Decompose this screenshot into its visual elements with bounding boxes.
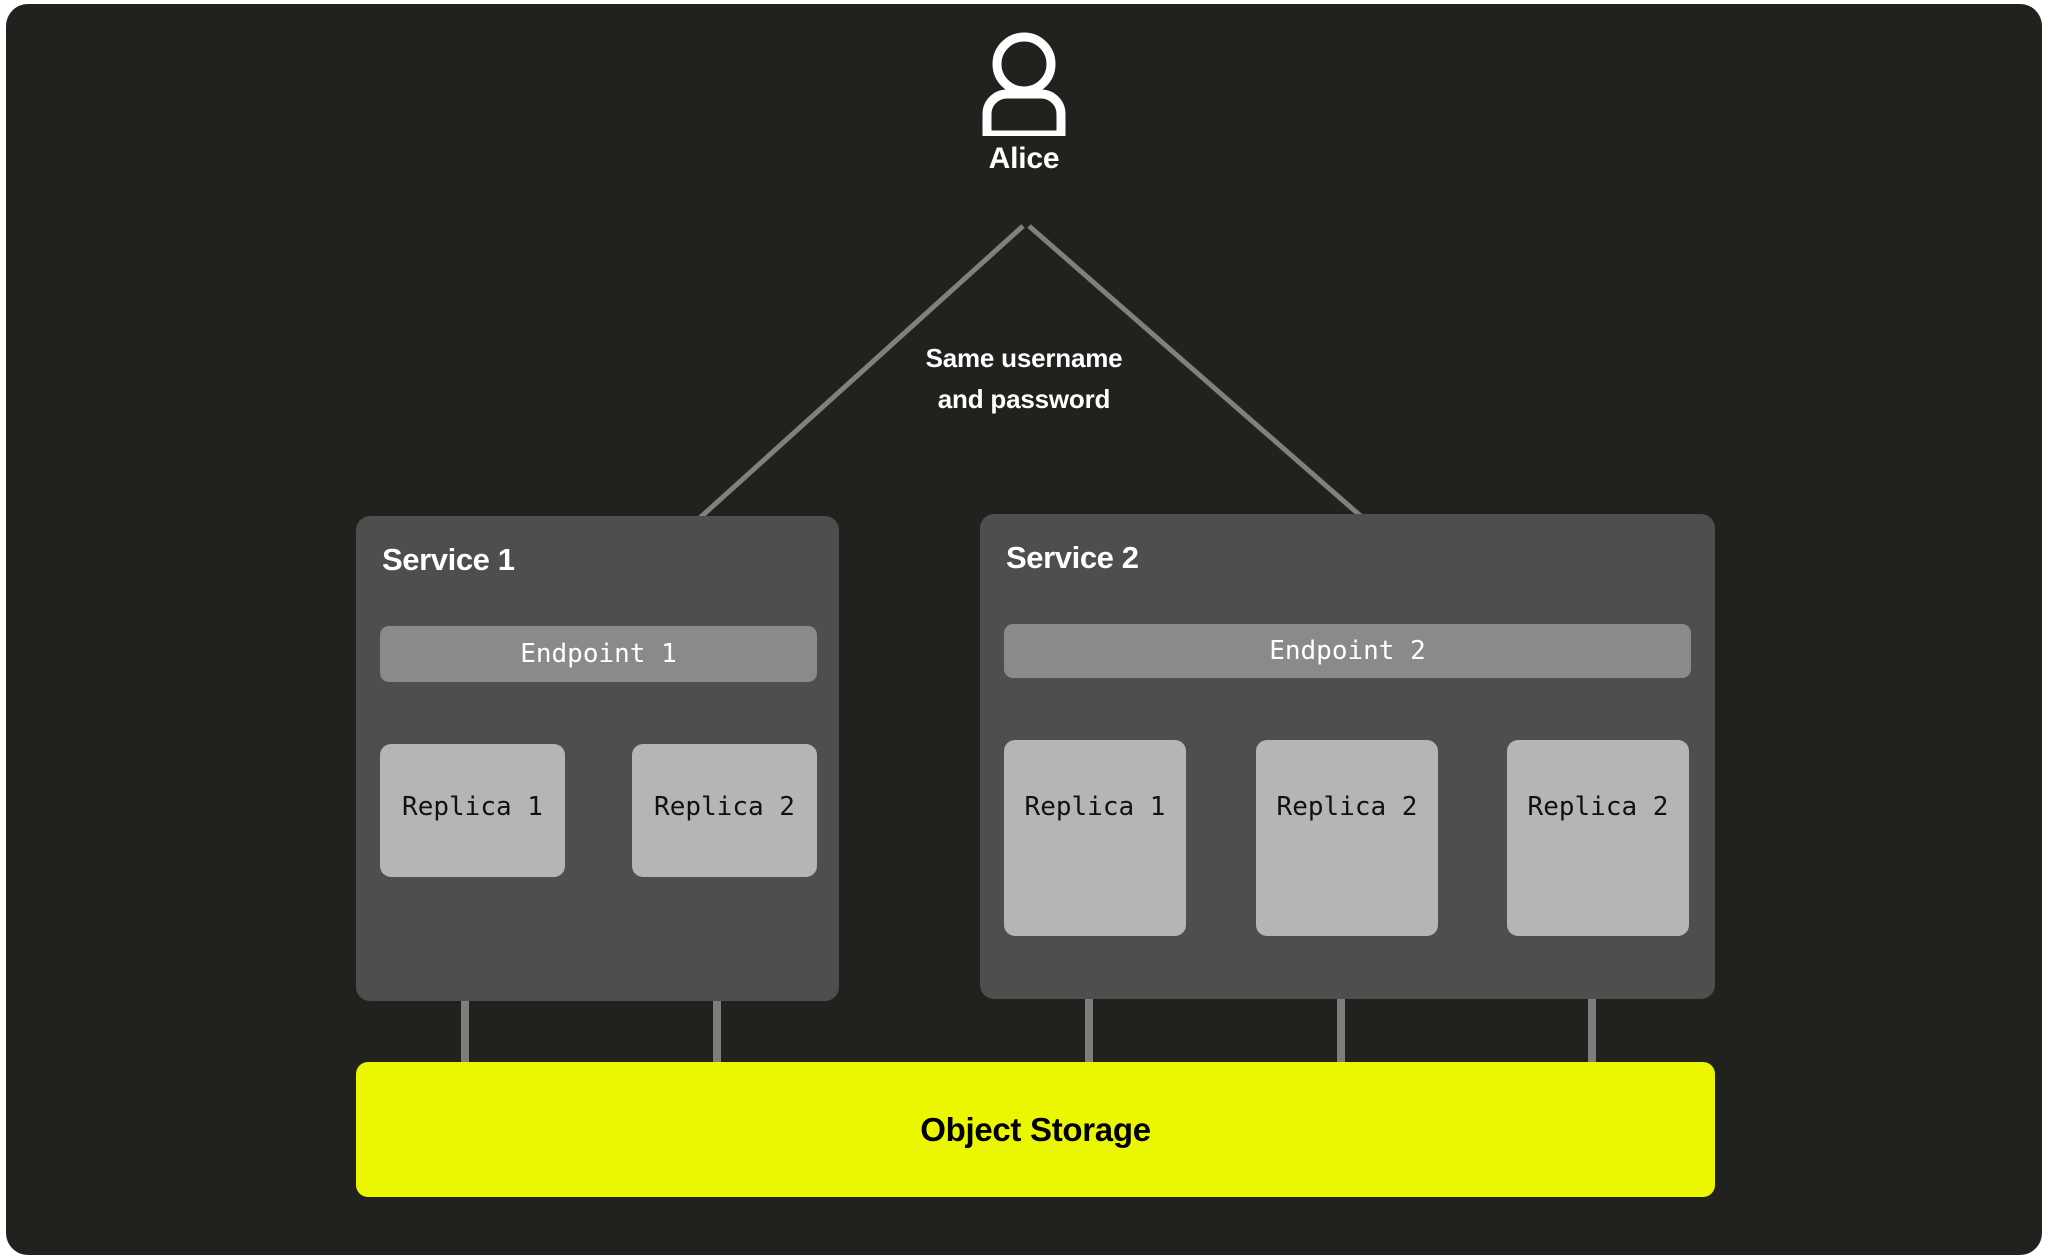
caption-line-1: Same username [925, 343, 1123, 373]
actor-label: Alice [988, 142, 1060, 175]
service-2-replica-3[interactable]: Replica 2 [1507, 740, 1689, 936]
service-1-title: Service 1 [382, 542, 515, 577]
object-storage-bar[interactable]: Object Storage [356, 1062, 1715, 1197]
auth-caption: Same username and password [824, 338, 1224, 420]
service-1-replica-2[interactable]: Replica 2 [632, 744, 817, 877]
diagram-canvas: Alice Same username and password Service… [6, 4, 2042, 1255]
service-1-replica-1[interactable]: Replica 1 [380, 744, 565, 877]
endpoint-2[interactable]: Endpoint 2 [1004, 624, 1691, 678]
service-2-title: Service 2 [1006, 540, 1139, 575]
user-icon [982, 32, 1066, 136]
service-panel-1[interactable]: Service 1 Endpoint 1 Replica 1 Replica 2 [356, 516, 839, 1001]
service-2-replica-1[interactable]: Replica 1 [1004, 740, 1186, 936]
actor-alice: Alice [934, 28, 1114, 176]
service-2-replica-2[interactable]: Replica 2 [1256, 740, 1438, 936]
endpoint-1[interactable]: Endpoint 1 [380, 626, 817, 682]
service-panel-2[interactable]: Service 2 Endpoint 2 Replica 1 Replica 2… [980, 514, 1715, 999]
caption-line-2: and password [937, 384, 1111, 414]
